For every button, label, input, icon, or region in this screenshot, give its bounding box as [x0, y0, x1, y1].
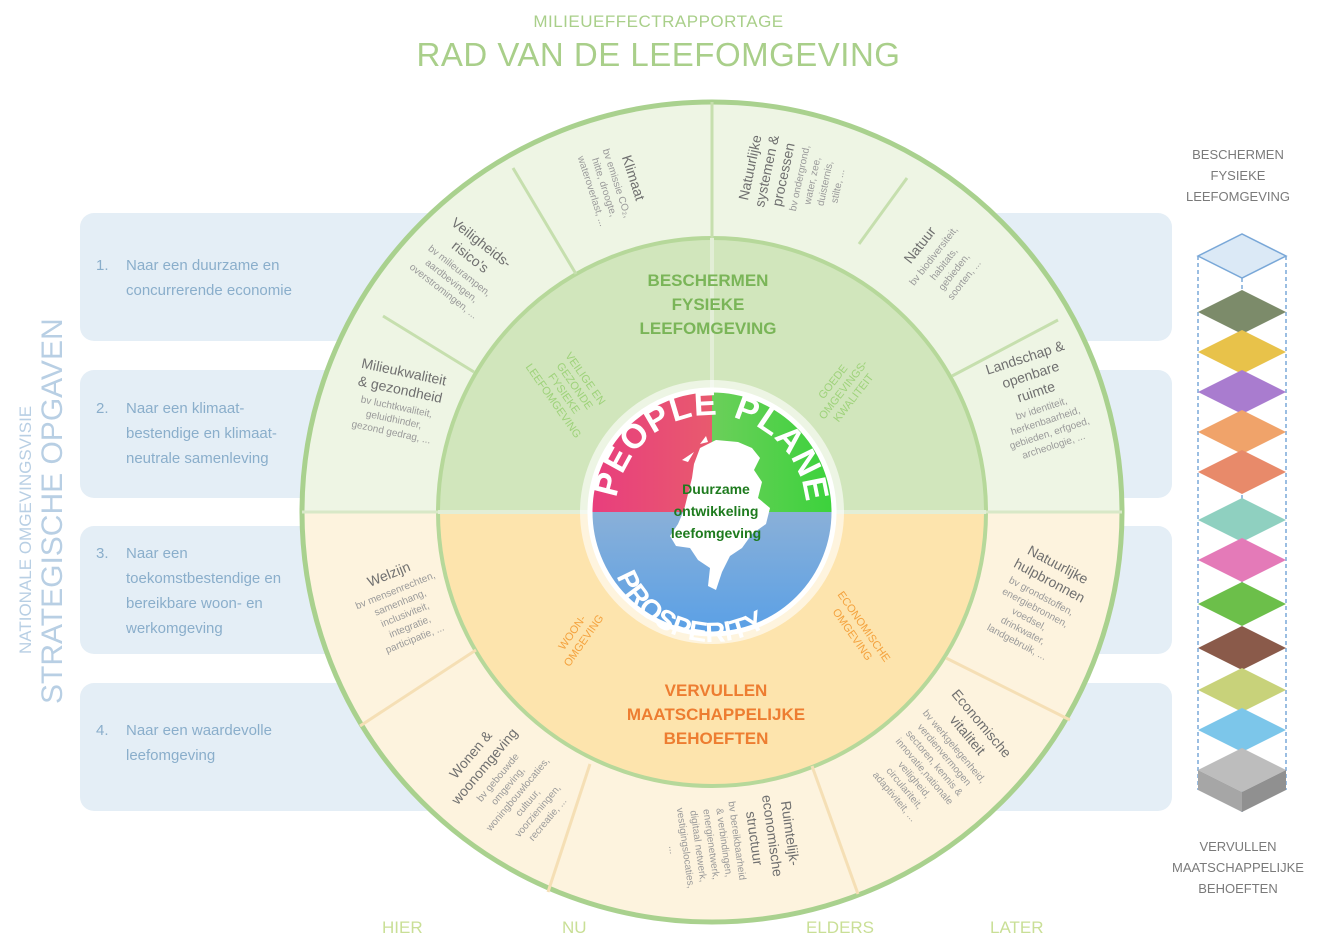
vervullen-line-2: MAATSCHAPPELIJKE [627, 705, 805, 724]
isometric-layer-stack-icon [1196, 233, 1288, 812]
svg-text:structuur: structuur [743, 810, 766, 866]
label-later: LATER [990, 918, 1044, 937]
netherlands-map-icon [670, 440, 770, 590]
outer-separators [302, 102, 1122, 895]
label-hier: HIER [382, 918, 423, 937]
page-subtitle: MILIEUEFFECTRAPPORTAGE [533, 12, 784, 31]
band-label-1: 1.Naar een duurzame en concurrerende eco… [96, 257, 292, 299]
center-text-1: Duurzame [682, 481, 750, 497]
center-text-2: ontwikkeling [674, 503, 759, 519]
svg-text:...: ... [666, 845, 678, 855]
segment-natuurlijke-systemen: Natuurlijke systemen & processen bv onde… [735, 133, 847, 212]
page-title: RAD VAN DE LEEFOMGEVING [416, 36, 901, 73]
label-elders: ELDERS [806, 918, 875, 937]
people-segment [592, 392, 712, 512]
vervullen-line-1: VERVULLEN [665, 681, 768, 700]
segment-natuur: Natuur bv biodiversiteit, habitats, gebi… [900, 223, 983, 302]
beschermen-line-1: BESCHERMEN [648, 271, 769, 290]
center-text-3: leefomgeving [671, 525, 761, 541]
beschermen-line-2: FYSIEKE [672, 295, 745, 314]
beschermen-line-3: LEEFOMGEVING [640, 319, 777, 338]
middle-separators [438, 238, 986, 514]
middle-ring-bottom [438, 512, 986, 786]
band-label-4: 4.Naar een waardevolle leefomgeving [96, 722, 272, 764]
band-label-3: 3.Naar een toekomstbestendige en bereikb… [96, 545, 282, 637]
segment-natuurlijke-hulpbronnen: Natuurlijke hulpbronnen bv grondstoffen,… [985, 542, 1091, 663]
band-label-2: 2.Naar een klimaat- bestendige en klimaa… [96, 400, 277, 467]
label-nu: NU [562, 918, 587, 937]
vervullen-line-3: BEHOEFTEN [664, 729, 769, 748]
